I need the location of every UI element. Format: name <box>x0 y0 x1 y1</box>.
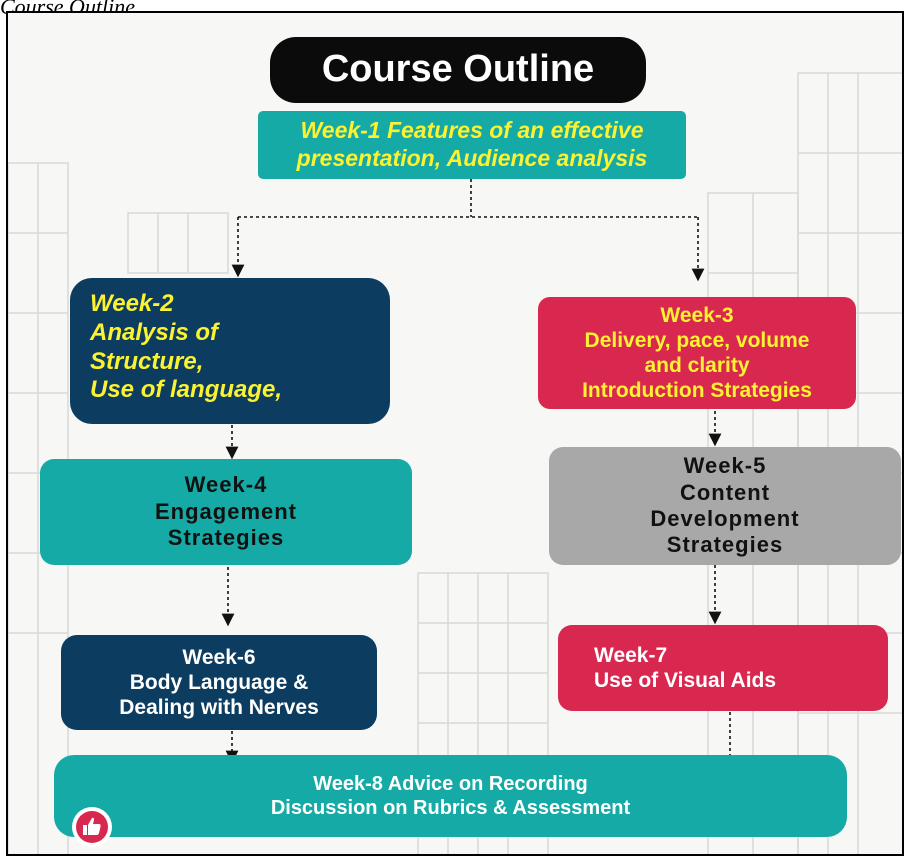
week-1-line-2: presentation, Audience analysis <box>296 145 648 171</box>
week-6-line-1: Week-6 <box>182 645 256 669</box>
week-3-line-1: Week-3 <box>660 303 734 327</box>
week-5-line-2: Content <box>679 479 771 505</box>
week-5-line-4: Strategies <box>666 532 784 558</box>
week-2-box: Week-2 Analysis of Structure, Use of lan… <box>70 278 390 424</box>
course-outline-diagram: Course Outline Week-1 Features of an eff… <box>6 11 904 856</box>
week-2-line-2: Analysis of <box>90 318 219 346</box>
week-8-line-2: Discussion on Rubrics & Assessment <box>270 797 631 819</box>
week-8-line-1: Week-8 Advice on Recording <box>313 773 588 795</box>
week-3-box: Week-3 Delivery, pace, volume and clarit… <box>538 297 856 409</box>
week-2-line-1: Week-2 <box>90 290 174 317</box>
week-2-line-4: Use of language, <box>90 376 283 404</box>
week-7-line-2: Use of Visual Aids <box>594 669 777 692</box>
week-6-box: Week-6 Body Language & Dealing with Nerv… <box>61 635 377 730</box>
week-4-line-1: Week-4 <box>184 472 268 498</box>
week-3-line-3: and clarity <box>644 354 750 377</box>
week-6-line-3: Dealing with Nerves <box>119 696 319 720</box>
week-2-line-3: Structure, <box>90 347 204 375</box>
diagram-title-text: Course Outline <box>321 48 595 91</box>
week-4-line-3: Strategies <box>167 525 285 551</box>
week-3-line-2: Delivery, pace, volume <box>584 328 810 352</box>
week-4-box: Week-4 Engagement Strategies <box>40 459 412 565</box>
week-5-box: Week-5 Content Development Strategies <box>549 447 901 565</box>
diagram-title: Course Outline <box>270 37 646 103</box>
thumbs-up-icon <box>72 807 112 847</box>
week-5-line-3: Development <box>650 506 800 531</box>
week-3-line-4: Introduction Strategies <box>582 379 812 403</box>
week-7-line-1: Week-7 <box>594 643 668 667</box>
week-6-line-2: Body Language & <box>129 670 309 694</box>
week-1-box: Week-1 Features of an effective presenta… <box>258 111 686 179</box>
week-4-line-2: Engagement <box>154 498 298 524</box>
week-1-line-1: Week-1 Features of an effective <box>300 117 644 144</box>
week-7-box: Week-7 Use of Visual Aids <box>558 625 888 711</box>
week-8-box: Week-8 Advice on Recording Discussion on… <box>54 755 847 837</box>
week-5-line-1: Week-5 <box>683 453 767 479</box>
